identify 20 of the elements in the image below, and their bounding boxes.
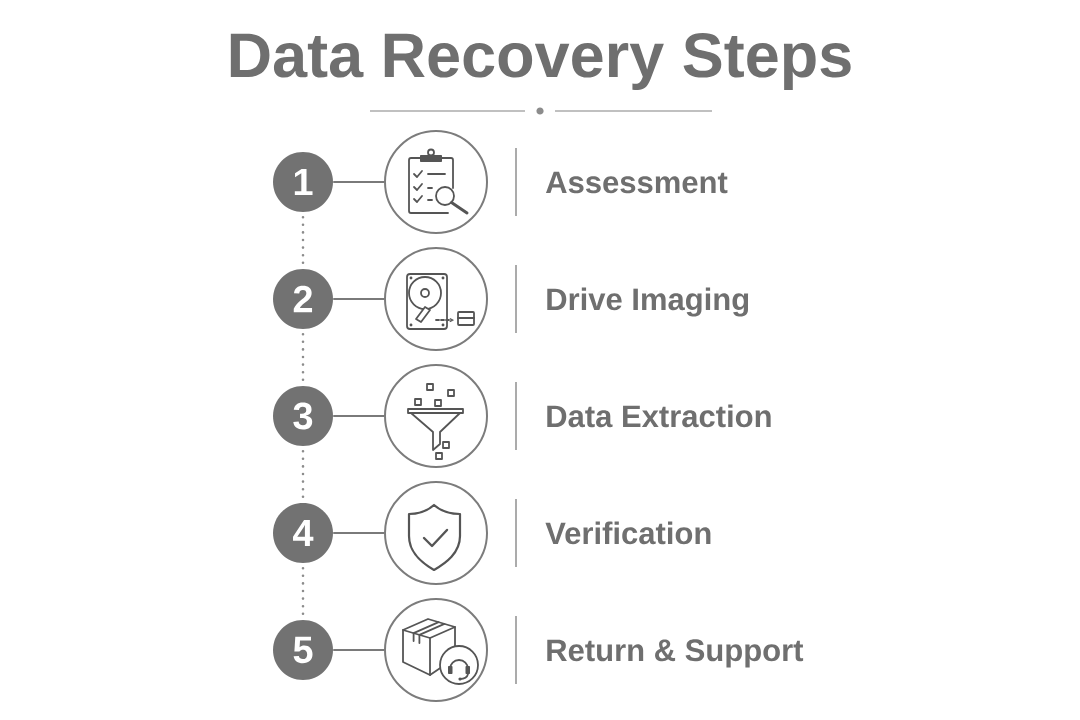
dotted-line <box>301 449 305 500</box>
icon-circle <box>384 130 488 234</box>
icon-circle <box>384 598 488 702</box>
step-label: Return & Support <box>547 639 804 668</box>
connector-line <box>332 298 385 300</box>
dotted-line <box>301 215 305 266</box>
step-label: Verification <box>545 521 711 545</box>
icon-circle <box>384 481 488 585</box>
dotted-line <box>301 566 305 617</box>
dotted-line <box>301 332 305 383</box>
step-label: Drive Imaging <box>547 287 749 317</box>
icon-circle <box>384 247 488 351</box>
step-label: Assessment <box>545 171 728 194</box>
connector-line <box>332 181 385 183</box>
connector-line <box>332 649 385 651</box>
connector-line <box>332 415 385 417</box>
icon-circle <box>384 364 488 468</box>
step-label: Data Extraction <box>547 404 771 428</box>
connector-line <box>332 532 385 534</box>
title: Data Recovery Steps <box>230 33 851 91</box>
